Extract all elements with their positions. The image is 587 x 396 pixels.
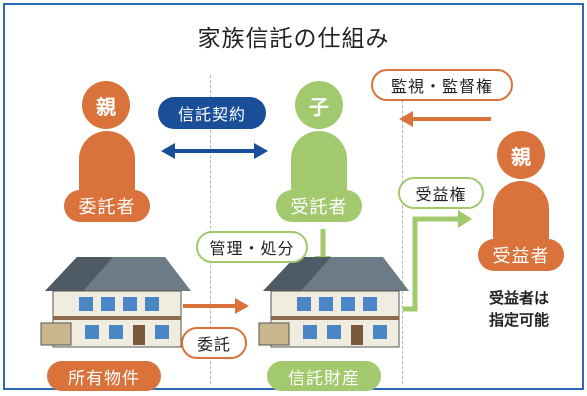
double-arrow-icon	[161, 143, 268, 159]
management-label: 管理・処分	[196, 231, 308, 263]
supervision-label: 監視・監督権	[371, 69, 513, 101]
entrust-arrow-icon	[183, 298, 249, 314]
entrust-label: 委託	[181, 327, 247, 359]
beneficiary-head: 親	[497, 131, 545, 179]
beneficiary-note: 受益者は 指定可能	[471, 287, 567, 331]
settlor-body	[79, 131, 135, 201]
supervision-arrow-icon	[399, 111, 491, 127]
divider-right	[402, 75, 403, 384]
settlor-label: 委託者	[64, 190, 150, 222]
trust-contract-label: 信託契約	[158, 97, 266, 129]
trustee-body	[291, 131, 347, 201]
settlor-head: 親	[82, 81, 130, 129]
divider-left	[210, 75, 211, 384]
beneficiary-body	[493, 181, 549, 243]
beneficial-right-label: 受益権	[398, 177, 484, 209]
trust-property-label: 信託財産	[267, 361, 381, 391]
owned-property-label: 所有物件	[47, 361, 161, 391]
arrows-and-buildings	[40, 111, 491, 348]
note-line-1: 受益者は	[488, 289, 549, 307]
diagram-frame: 家族信託の仕組み	[3, 3, 584, 391]
trust-building-icon	[258, 257, 409, 348]
owned-building-icon	[40, 257, 191, 348]
beneficiary-label: 受益者	[478, 239, 564, 271]
note-line-2: 指定可能	[488, 311, 549, 329]
trustee-label: 受託者	[276, 190, 362, 222]
trustee-head: 子	[295, 81, 343, 129]
beneficial-arrow-icon	[403, 210, 472, 312]
page-title: 家族信託の仕組み	[197, 26, 390, 52]
